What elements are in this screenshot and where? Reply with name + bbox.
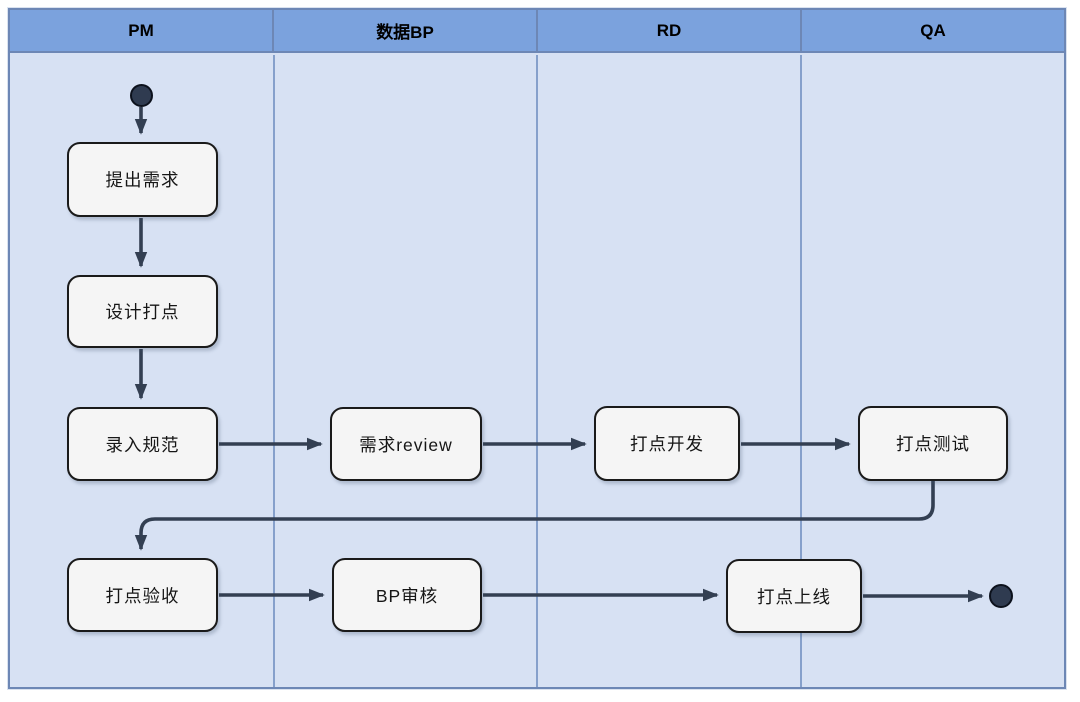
node-tracking-test[interactable]: 打点测试	[858, 406, 1008, 481]
node-design-tracking[interactable]: 设计打点	[67, 275, 218, 348]
lane-header-pm-label: PM	[128, 20, 154, 40]
lane-header-qa-label: QA	[920, 20, 946, 40]
lane-header-qa: QA	[802, 10, 1064, 51]
lane-divider-1	[272, 55, 275, 687]
initial-node[interactable]	[130, 84, 153, 107]
node-tracking-acceptance[interactable]: 打点验收	[67, 558, 218, 632]
node-tracking-launch[interactable]: 打点上线	[726, 559, 862, 633]
lane-header-rd-label: RD	[656, 20, 682, 40]
final-node[interactable]	[989, 584, 1013, 608]
node-requirement-review[interactable]: 需求review	[330, 407, 482, 481]
lane-divider-3	[799, 55, 802, 687]
lane-header-row: PM 数据BP RD QA	[10, 10, 1064, 53]
node-enter-spec[interactable]: 录入规范	[67, 407, 218, 481]
lane-header-data-bp: 数据BP	[274, 10, 538, 51]
lane-header-data-bp-label: 数据BP	[376, 23, 434, 42]
lane-header-pm: PM	[10, 10, 274, 51]
node-bp-audit[interactable]: BP审核	[332, 558, 482, 632]
lane-divider-2	[536, 55, 538, 687]
lane-header-rd: RD	[538, 10, 802, 51]
node-tracking-develop[interactable]: 打点开发	[594, 406, 740, 481]
node-propose-requirement[interactable]: 提出需求	[67, 142, 218, 217]
